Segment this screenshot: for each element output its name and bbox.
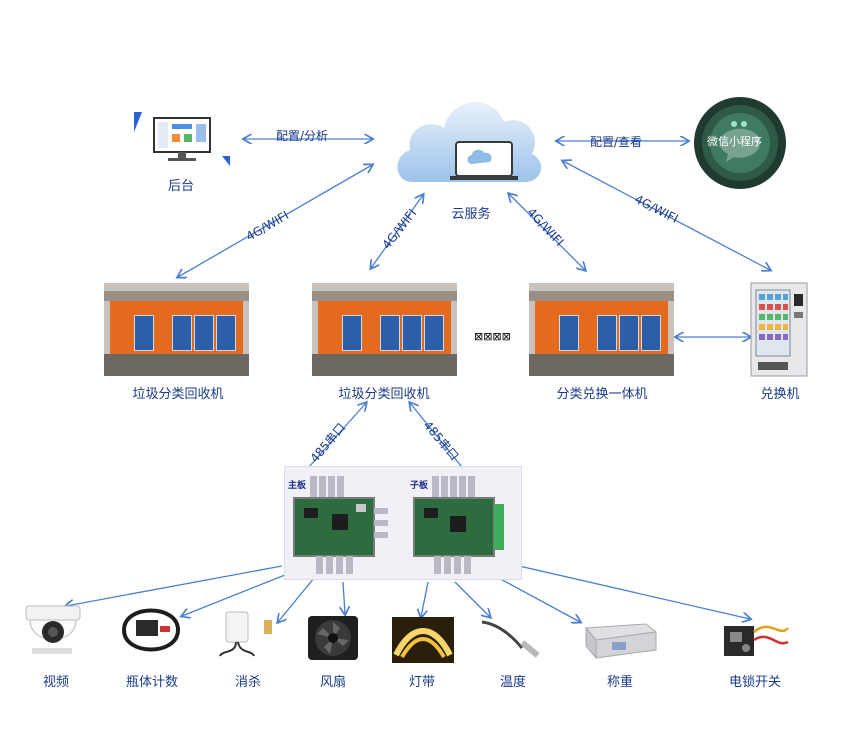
monitor-icon: [134, 112, 230, 166]
pcb-icon: [293, 476, 388, 574]
bottle-counter-label: 瓶体计数: [125, 675, 179, 690]
cloud-icon: [397, 102, 542, 183]
cloud-node: [392, 84, 542, 196]
pcb-icon: [413, 476, 504, 574]
bottle-counter-image: [114, 600, 188, 660]
light-strip-icon: [392, 617, 454, 663]
recycler-center-label: 垃圾分类回收机: [338, 387, 430, 402]
edge-main-disinfect: [278, 577, 315, 622]
backend-node: [128, 108, 238, 168]
edge-cloud-exchanger: [563, 161, 770, 270]
main-board-image: [286, 470, 394, 578]
exchanger-label: 兑换机: [760, 387, 800, 402]
edge-sub-light: [421, 581, 429, 617]
exchange-kiosk-label: 分类兑换一体机: [556, 387, 648, 402]
temperature-image: [478, 614, 544, 666]
fan-image: [306, 614, 360, 662]
edge-label-cloud-miniapp: 配置/查看: [590, 135, 643, 149]
edge-recycler-mainboard: [300, 403, 366, 477]
miniapp-label: 微信小程序: [707, 135, 762, 148]
edge-recycler-subboard: [410, 403, 470, 477]
weighing-label: 称重: [606, 675, 634, 690]
disinfect-label: 消杀: [234, 675, 262, 690]
edge-sub-lock: [506, 563, 750, 619]
electric-lock-icon: [724, 625, 789, 656]
edge-label-backend-cloud: 配置/分析: [276, 129, 329, 143]
edge-main-video: [66, 565, 283, 606]
miniapp-node: [690, 94, 790, 192]
mini-program-icon: [694, 97, 786, 189]
disinfect-image: [216, 606, 280, 660]
exchange-kiosk-image: [529, 283, 674, 376]
video-label: 视频: [42, 675, 70, 690]
cloud-label: 云服务: [451, 207, 491, 222]
electric-lock-image: [718, 618, 790, 664]
light-strip-image: [392, 617, 454, 663]
temperature-label: 温度: [499, 675, 527, 690]
cable-sensor-icon: [122, 608, 181, 652]
weighing-image: [582, 618, 660, 664]
light-strip-label: 灯带: [408, 675, 436, 690]
exchanger-image: [750, 282, 808, 377]
edge-cloud-recycler-left: [178, 165, 372, 277]
temperature-probe-icon: [481, 620, 540, 658]
load-cell-icon: [584, 623, 658, 660]
edge-main-fan: [343, 581, 345, 614]
main-board-tag: 主板: [288, 481, 307, 491]
vending-machine-icon: [750, 282, 808, 377]
edge-main-bottle: [182, 572, 291, 616]
recycler-left-image: [104, 283, 249, 376]
uv-lamp-icon: [219, 611, 272, 657]
edge-sub-temp: [454, 581, 490, 617]
edge-cloud-recycler-center: [371, 195, 423, 268]
recycler-left-label: 垃圾分类回收机: [132, 387, 224, 402]
video-camera-image: [22, 602, 84, 658]
sub-board-tag: 子板: [410, 481, 429, 491]
fan-icon: [308, 616, 358, 660]
backend-label: 后台: [167, 179, 195, 194]
recycler-center-image: [312, 283, 457, 376]
fan-label: 风扇: [319, 675, 347, 690]
camera-icon: [25, 605, 81, 654]
electric-lock-label: 电锁开关: [728, 675, 782, 690]
chain-symbol: ⊠⊠⊠⊠: [474, 330, 511, 343]
sub-board-image: [408, 470, 516, 578]
